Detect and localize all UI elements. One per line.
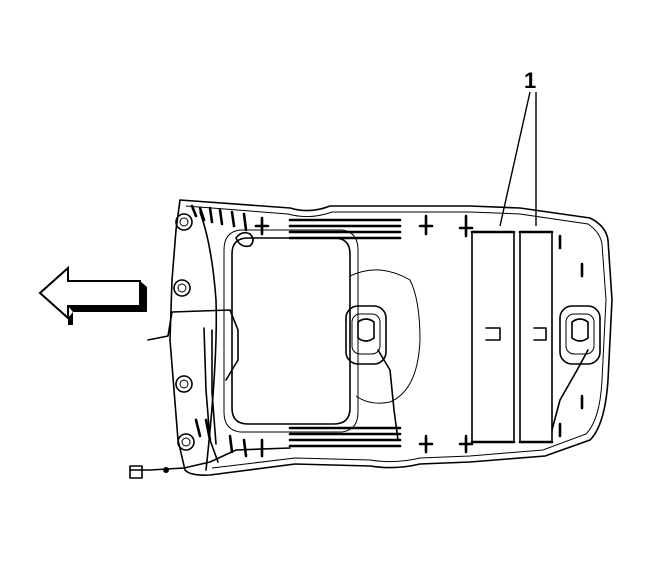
fastener-circles: [173, 213, 195, 451]
callout-1-label: 1: [524, 68, 537, 93]
callout-leader-lines: [499, 91, 537, 227]
front-direction-arrow-icon: [38, 265, 147, 325]
rear-dome-recess: [349, 269, 421, 404]
center-dome-lamp: [345, 305, 387, 365]
headliner-outline: [169, 199, 613, 476]
rear-dome-lamp: [559, 305, 601, 365]
sunroof-opening: [223, 218, 402, 448]
harness-clips: [190, 204, 584, 458]
headliner-panels: [470, 230, 554, 444]
